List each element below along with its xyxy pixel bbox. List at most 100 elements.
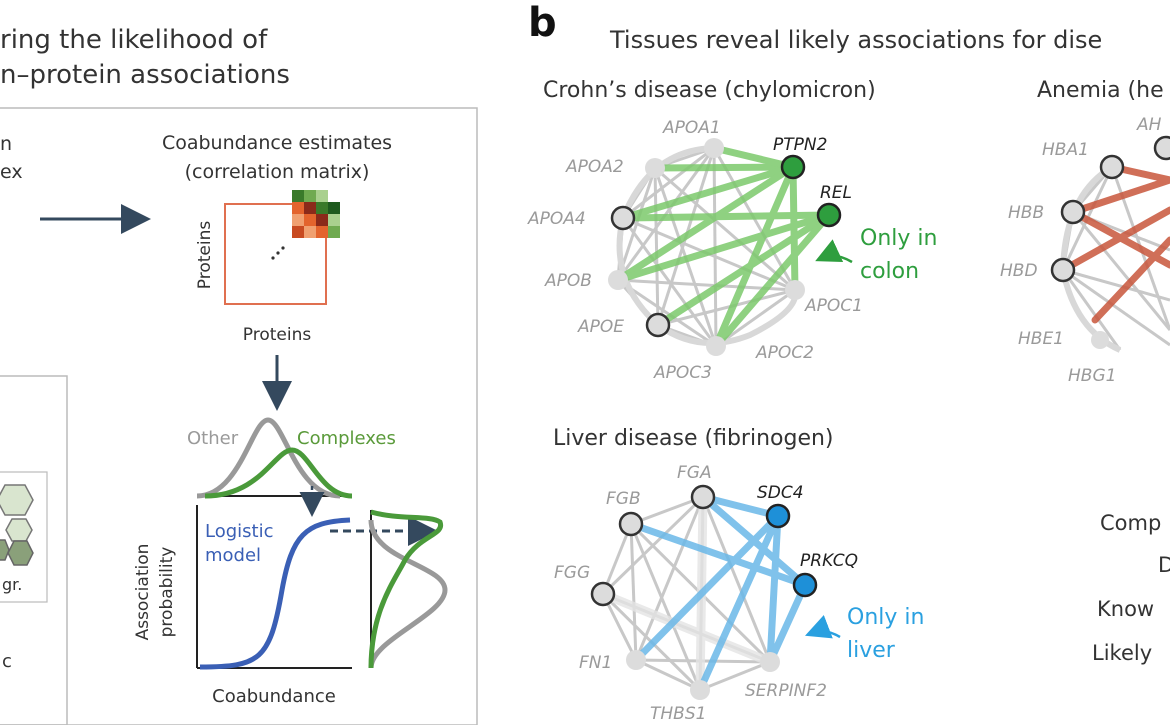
crohn-node bbox=[704, 138, 724, 158]
matrix-y-label: Proteins bbox=[195, 221, 215, 290]
correlation-matrix-heatmap bbox=[292, 190, 340, 238]
anemia-node-label: HBB bbox=[1008, 203, 1044, 223]
correlation-matrix-frame bbox=[224, 203, 327, 305]
crohn-note-1: Only in bbox=[860, 226, 937, 251]
legend-fragment: D bbox=[1158, 553, 1170, 577]
inset-subframe bbox=[0, 471, 48, 603]
crohn-node-label: APOB bbox=[544, 271, 592, 291]
crohn-network: APOA1 PTPN2 REL APOA2 APOA4 APOB APOE AP… bbox=[527, 118, 937, 383]
liver-network: FGA FGB SDC4 PRKCQ FGG FN1 THBS1 SERPINF… bbox=[554, 463, 924, 724]
liver-node-label: SDC4 bbox=[757, 483, 804, 503]
anemia-node-label: HBA1 bbox=[1042, 140, 1089, 160]
liver-node-label: FGB bbox=[606, 489, 641, 509]
panel-a-frame bbox=[0, 107, 478, 725]
crohn-node-label: APOA1 bbox=[662, 118, 721, 138]
crohn-node-label: APOC1 bbox=[804, 296, 863, 316]
liver-node-label: FGG bbox=[554, 563, 590, 583]
crohn-node-highlight bbox=[780, 154, 806, 180]
matrix-x-label: Proteins bbox=[243, 325, 312, 345]
liver-node-label: FGA bbox=[677, 463, 712, 483]
liver-node bbox=[690, 484, 716, 510]
hexagon-shape bbox=[7, 540, 34, 566]
crohn-title: Crohn’s disease (chylomicron) bbox=[543, 78, 876, 103]
legend-fragment: Comp bbox=[1100, 511, 1161, 535]
liver-node-highlight bbox=[792, 572, 818, 598]
liver-node-label: SERPINF2 bbox=[745, 681, 827, 701]
anemia-node bbox=[1091, 331, 1109, 349]
dist-label-complexes: Complexes bbox=[297, 428, 396, 449]
liver-node bbox=[618, 511, 644, 537]
panel-b-title: Tissues reveal likely associations for d… bbox=[609, 26, 1102, 54]
crohn-node bbox=[645, 312, 671, 338]
liver-node-label: PRKCQ bbox=[800, 551, 858, 571]
crohn-note-arrow bbox=[815, 239, 853, 264]
liver-node bbox=[690, 680, 710, 700]
crohn-node bbox=[608, 270, 628, 290]
crohn-note-2: colon bbox=[860, 259, 919, 284]
inset-frame bbox=[0, 375, 68, 725]
crohn-node bbox=[785, 280, 805, 300]
liver-title: Liver disease (fibrinogen) bbox=[553, 426, 834, 451]
logistic-x-label: Coabundance bbox=[212, 686, 336, 707]
panel-a-title-line2: n–protein associations bbox=[0, 60, 290, 90]
output-curve-complexes bbox=[368, 509, 444, 669]
crohn-node-label: APOC2 bbox=[755, 343, 814, 363]
liver-blue-edges bbox=[627, 493, 809, 694]
crohn-green-edges bbox=[614, 144, 833, 350]
anemia-node-label: HBE1 bbox=[1018, 329, 1064, 349]
anemia-node-label: AH bbox=[1136, 115, 1162, 135]
liver-note-1: Only in bbox=[847, 605, 924, 630]
liver-note-2: liver bbox=[847, 638, 896, 663]
dist-curve-other bbox=[196, 417, 341, 499]
anemia-node bbox=[1060, 199, 1086, 225]
crohn-node-label: APOC3 bbox=[653, 363, 712, 383]
hexagon-shape bbox=[5, 518, 33, 542]
anemia-node-label: HBG1 bbox=[1068, 366, 1116, 386]
anemia-node bbox=[1099, 154, 1125, 180]
coabundance-title-1: Coabundance estimates bbox=[162, 132, 392, 154]
inset-fragment-c: c bbox=[2, 651, 12, 672]
dist-curve-complexes bbox=[204, 447, 353, 499]
left-fragment-2: ex bbox=[0, 161, 23, 183]
crohn-node-label: APOA4 bbox=[527, 209, 586, 229]
legend-fragment: Likely bbox=[1092, 641, 1152, 665]
dist-label-other: Other bbox=[187, 428, 239, 449]
output-curve-other bbox=[368, 519, 448, 669]
anemia-red-edges bbox=[1059, 163, 1170, 324]
logistic-curve bbox=[199, 517, 351, 670]
panel-a-title-line1: ring the likelihood of bbox=[0, 25, 268, 55]
logistic-y-label-2: probability bbox=[157, 547, 177, 638]
coabundance-title-2: (correlation matrix) bbox=[185, 161, 370, 183]
anemia-node-label: HBD bbox=[1000, 261, 1038, 281]
hexagon-shape bbox=[0, 484, 34, 516]
anemia-network: HBA1 AH HBB HBD HBE1 HBG1 bbox=[1000, 115, 1170, 386]
liver-note-arrow bbox=[804, 615, 841, 639]
panel-a: ring the likelihood of n–protein associa… bbox=[0, 25, 478, 725]
liver-node-highlight bbox=[765, 503, 791, 529]
panel-b-letter: b bbox=[528, 0, 557, 46]
crohn-node-label: APOE bbox=[577, 317, 624, 337]
crohn-node-label: APOA2 bbox=[565, 157, 624, 177]
crohn-node bbox=[645, 158, 665, 178]
logistic-label-1: Logistic bbox=[205, 521, 273, 542]
crohn-node-label: PTPN2 bbox=[773, 135, 827, 155]
crohn-node bbox=[610, 205, 636, 231]
logistic-y-label-1: Association bbox=[133, 544, 153, 641]
inset-fragment-gr: gr. bbox=[2, 575, 22, 594]
liver-node-label: FN1 bbox=[579, 653, 612, 673]
legend-fragment: Know bbox=[1097, 597, 1154, 621]
liver-node bbox=[626, 650, 646, 670]
liver-node-label: THBS1 bbox=[650, 704, 706, 724]
anemia-title: Anemia (he bbox=[1037, 78, 1164, 103]
hexagon-shape bbox=[0, 539, 10, 561]
left-fragment-1: n bbox=[0, 133, 12, 155]
crohn-node bbox=[706, 336, 726, 356]
panel-b: b Tissues reveal likely associations for… bbox=[527, 0, 1170, 724]
liver-node bbox=[760, 652, 780, 672]
logistic-label-2: model bbox=[205, 545, 261, 566]
crohn-node-label: REL bbox=[820, 183, 852, 203]
anemia-node bbox=[1153, 135, 1170, 161]
anemia-node bbox=[1050, 257, 1076, 283]
crohn-node-highlight bbox=[816, 202, 842, 228]
